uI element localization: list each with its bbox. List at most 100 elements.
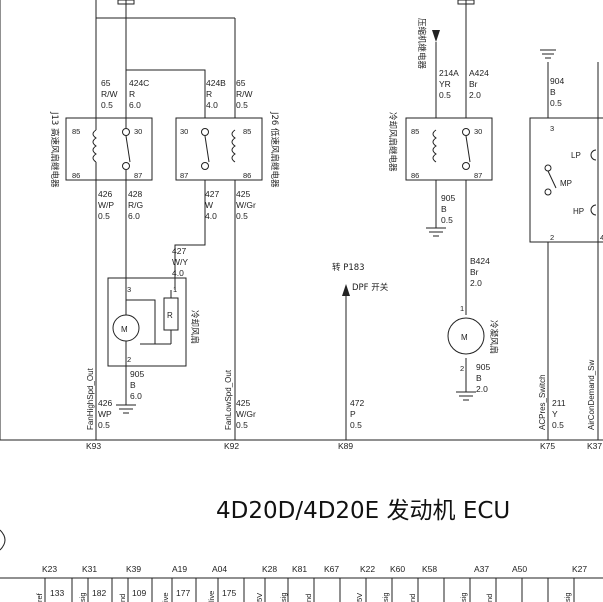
- condenser-pin-2: 2: [460, 364, 464, 373]
- j13-pin-86: 86: [72, 171, 80, 180]
- svg-text:W/Gr: W/Gr: [236, 409, 256, 419]
- svg-text:472: 472: [350, 398, 364, 408]
- svg-text:nd: nd: [485, 594, 494, 602]
- cooling-fan-label: 冷却风扇: [189, 310, 200, 344]
- svg-text:live: live: [207, 591, 216, 602]
- svg-text:A50: A50: [512, 564, 527, 574]
- svg-text:65: 65: [101, 78, 111, 88]
- left-arc: [0, 529, 6, 551]
- svg-text:2.0: 2.0: [469, 90, 481, 100]
- relay-j26: 30 85 87 86: [175, 117, 263, 181]
- connector-strip: K23 K31 K39 A19 A04 K28 K81 K67 K22 K60 …: [0, 564, 603, 602]
- acpres-label: ACPres_Switch: [538, 374, 547, 430]
- svg-text:K39: K39: [126, 564, 141, 574]
- ground-condenser: [456, 391, 476, 401]
- svg-text:4.0: 4.0: [172, 268, 184, 278]
- svg-text:B: B: [550, 87, 556, 97]
- svg-text:427: 427: [172, 246, 186, 256]
- wire-425a: 425 W/Gr 0.5: [236, 189, 256, 221]
- svg-text:K67: K67: [324, 564, 339, 574]
- wire-214a: 214A YR 0.5: [439, 68, 459, 100]
- svg-text:182: 182: [92, 588, 106, 598]
- relay-cooling: 85 30 86 87: [405, 117, 493, 181]
- svg-text:W/Y: W/Y: [172, 257, 188, 267]
- svg-text:K58: K58: [422, 564, 437, 574]
- ground-symbols: [116, 49, 556, 414]
- svg-text:B424: B424: [470, 256, 490, 266]
- svg-text:426: 426: [98, 398, 112, 408]
- svg-text:R/G: R/G: [128, 200, 143, 210]
- svg-text:424B: 424B: [206, 78, 226, 88]
- ground-switch: [540, 49, 556, 59]
- svg-text:5V: 5V: [255, 593, 264, 602]
- ecu-pin-k75: K75: [540, 441, 555, 451]
- ecu-pins: K93 K92 K89 K75 K37: [86, 441, 602, 451]
- mp-label: MP: [560, 179, 572, 188]
- condenser-pin-1: 1: [460, 304, 464, 313]
- svg-text:0.5: 0.5: [98, 420, 110, 430]
- motor-pin-2: 2: [127, 355, 131, 364]
- ecu-pin-k89: K89: [338, 441, 353, 451]
- svg-text:2.0: 2.0: [470, 278, 482, 288]
- svg-text:425: 425: [236, 398, 250, 408]
- svg-text:905: 905: [441, 193, 455, 203]
- svg-text:B: B: [476, 373, 482, 383]
- svg-text:109: 109: [132, 588, 146, 598]
- svg-text:K81: K81: [292, 564, 307, 574]
- svg-text:sig: sig: [78, 592, 87, 602]
- svg-text:ref: ref: [35, 592, 44, 602]
- svg-text:K22: K22: [360, 564, 375, 574]
- svg-text:4.0: 4.0: [206, 100, 218, 110]
- svg-text:426: 426: [98, 189, 112, 199]
- j26-pin-86: 86: [243, 171, 251, 180]
- svg-text:211: 211: [552, 398, 566, 408]
- relay-j13: 85 30 86 87: [65, 117, 153, 181]
- wire-904: 904 B 0.5: [550, 76, 564, 108]
- svg-text:0.5: 0.5: [552, 420, 564, 430]
- j26-pin-85: 85: [243, 127, 251, 136]
- cooling-pin-87: 87: [474, 171, 482, 180]
- fan-high-label: FanHighSpd_Out: [86, 367, 95, 430]
- motor-label-1: M: [121, 325, 128, 334]
- svg-text:sig: sig: [279, 592, 288, 602]
- svg-text:K23: K23: [42, 564, 57, 574]
- cooling-pin-86: 86: [411, 171, 419, 180]
- svg-text:427: 427: [205, 189, 219, 199]
- j26-label: J26 低速风扇继电器: [269, 111, 280, 188]
- cooling-fan-motor: M R 3 1 2: [107, 277, 187, 367]
- svg-text:0.5: 0.5: [236, 211, 248, 221]
- j26-pin-87: 87: [180, 171, 188, 180]
- j13-pin-87: 87: [134, 171, 142, 180]
- svg-text:6.0: 6.0: [129, 100, 141, 110]
- svg-text:K31: K31: [82, 564, 97, 574]
- svg-text:0.5: 0.5: [350, 420, 362, 430]
- switch-pin-2: 2: [550, 233, 554, 242]
- wire-905a: 905 B 6.0: [130, 369, 144, 401]
- svg-text:R/W: R/W: [236, 89, 253, 99]
- motor-label-2: M: [461, 333, 468, 342]
- motor-pin-1: 1: [173, 285, 177, 294]
- svg-text:W: W: [205, 200, 213, 210]
- wire-labels: 65 R/W 0.5 424C R 6.0 424B R 4.0 65 R/W …: [98, 68, 566, 430]
- svg-text:Y: Y: [552, 409, 558, 419]
- svg-text:A04: A04: [212, 564, 227, 574]
- condenser-fan-motor: M 1 2: [447, 304, 485, 373]
- svg-text:R: R: [129, 89, 135, 99]
- wire-425b: 425 W/Gr 0.5: [236, 398, 256, 430]
- svg-text:65: 65: [236, 78, 246, 88]
- cooling-relay-label: 冷却风扇继电器: [387, 112, 398, 172]
- cooling-pin-85: 85: [411, 127, 419, 136]
- svg-text:0.5: 0.5: [441, 215, 453, 225]
- svg-text:B: B: [441, 204, 447, 214]
- wire-905b: 905 B 0.5: [441, 193, 455, 225]
- svg-text:K28: K28: [262, 564, 277, 574]
- ecu-pin-k93: K93: [86, 441, 101, 451]
- svg-text:YR: YR: [439, 79, 451, 89]
- ecu-pin-k37: K37: [587, 441, 602, 451]
- svg-text:W/Gr: W/Gr: [236, 200, 256, 210]
- svg-text:428: 428: [128, 189, 142, 199]
- motor-pin-3: 3: [127, 285, 131, 294]
- j13-label: J13 高速风扇继电器: [49, 111, 60, 188]
- svg-text:A37: A37: [474, 564, 489, 574]
- svg-text:0.5: 0.5: [236, 100, 248, 110]
